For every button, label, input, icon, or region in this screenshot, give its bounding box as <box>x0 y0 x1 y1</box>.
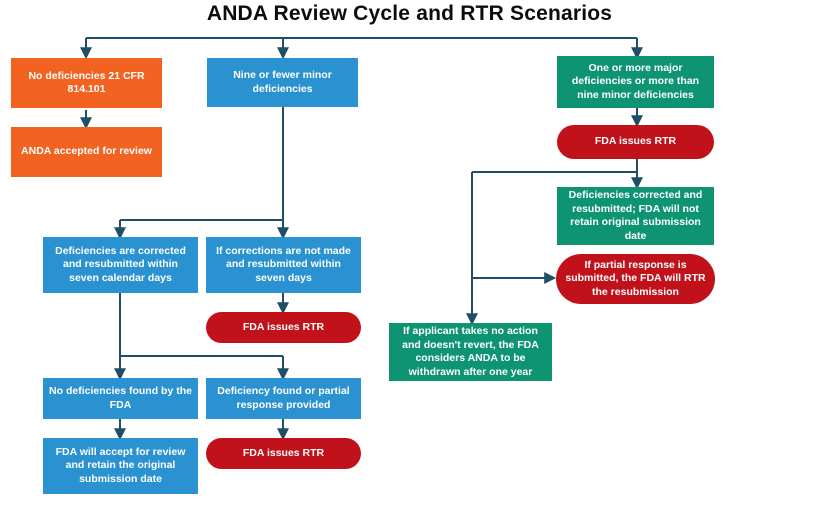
node-anda-accepted[interactable]: ANDA accepted for review <box>11 127 162 177</box>
node-deficiency-or-partial[interactable]: Deficiency found or partial response pro… <box>206 378 361 419</box>
node-label: If corrections are not made and resubmit… <box>216 244 351 284</box>
node-fda-issues-rtr-major[interactable]: FDA issues RTR <box>557 125 714 159</box>
node-fda-accept-retain-date[interactable]: FDA will accept for review and retain th… <box>43 438 198 494</box>
node-label: If partial response is submitted, the FD… <box>565 258 706 298</box>
node-fda-issues-rtr-no-corrections[interactable]: FDA issues RTR <box>206 312 361 343</box>
node-label: FDA issues RTR <box>594 135 677 148</box>
node-corrected-seven-days[interactable]: Deficiencies are corrected and resubmitt… <box>43 237 198 293</box>
node-label: Nine or fewer minor deficiencies <box>233 69 332 95</box>
node-fda-issues-rtr-partial[interactable]: FDA issues RTR <box>206 438 361 469</box>
node-one-or-more-major[interactable]: One or more major deficiencies or more t… <box>557 56 714 108</box>
node-label: Deficiencies are corrected and resubmitt… <box>55 244 186 284</box>
node-label: FDA will accept for review and retain th… <box>55 445 186 485</box>
node-label: Deficiency found or partial response pro… <box>217 385 350 411</box>
node-label: No deficiencies 21 CFR 814.101 <box>28 69 145 96</box>
node-label: ANDA accepted for review <box>21 145 152 158</box>
node-label: One or more major deficiencies or more t… <box>571 61 700 101</box>
node-not-corrected-seven-days[interactable]: If corrections are not made and resubmit… <box>206 237 361 293</box>
node-label: FDA issues RTR <box>242 320 325 333</box>
node-no-action-withdrawn[interactable]: If applicant takes no action and doesn't… <box>389 323 552 381</box>
node-deficiencies-corrected-no-retain[interactable]: Deficiencies corrected and resubmitted; … <box>557 187 714 245</box>
node-label: No deficiencies found by the FDA <box>49 385 192 411</box>
node-label: FDA issues RTR <box>242 446 325 459</box>
node-label: Deficiencies corrected and resubmitted; … <box>568 189 703 242</box>
page-title: ANDA Review Cycle and RTR Scenarios <box>206 2 613 25</box>
node-no-deficiencies-found[interactable]: No deficiencies found by the FDA <box>43 378 198 419</box>
node-no-deficiencies[interactable]: No deficiencies 21 CFR 814.101 <box>11 58 162 108</box>
node-partial-response-rtr[interactable]: If partial response is submitted, the FD… <box>556 254 715 304</box>
node-nine-or-fewer[interactable]: Nine or fewer minor deficiencies <box>207 58 358 107</box>
node-label: If applicant takes no action and doesn't… <box>402 325 539 378</box>
